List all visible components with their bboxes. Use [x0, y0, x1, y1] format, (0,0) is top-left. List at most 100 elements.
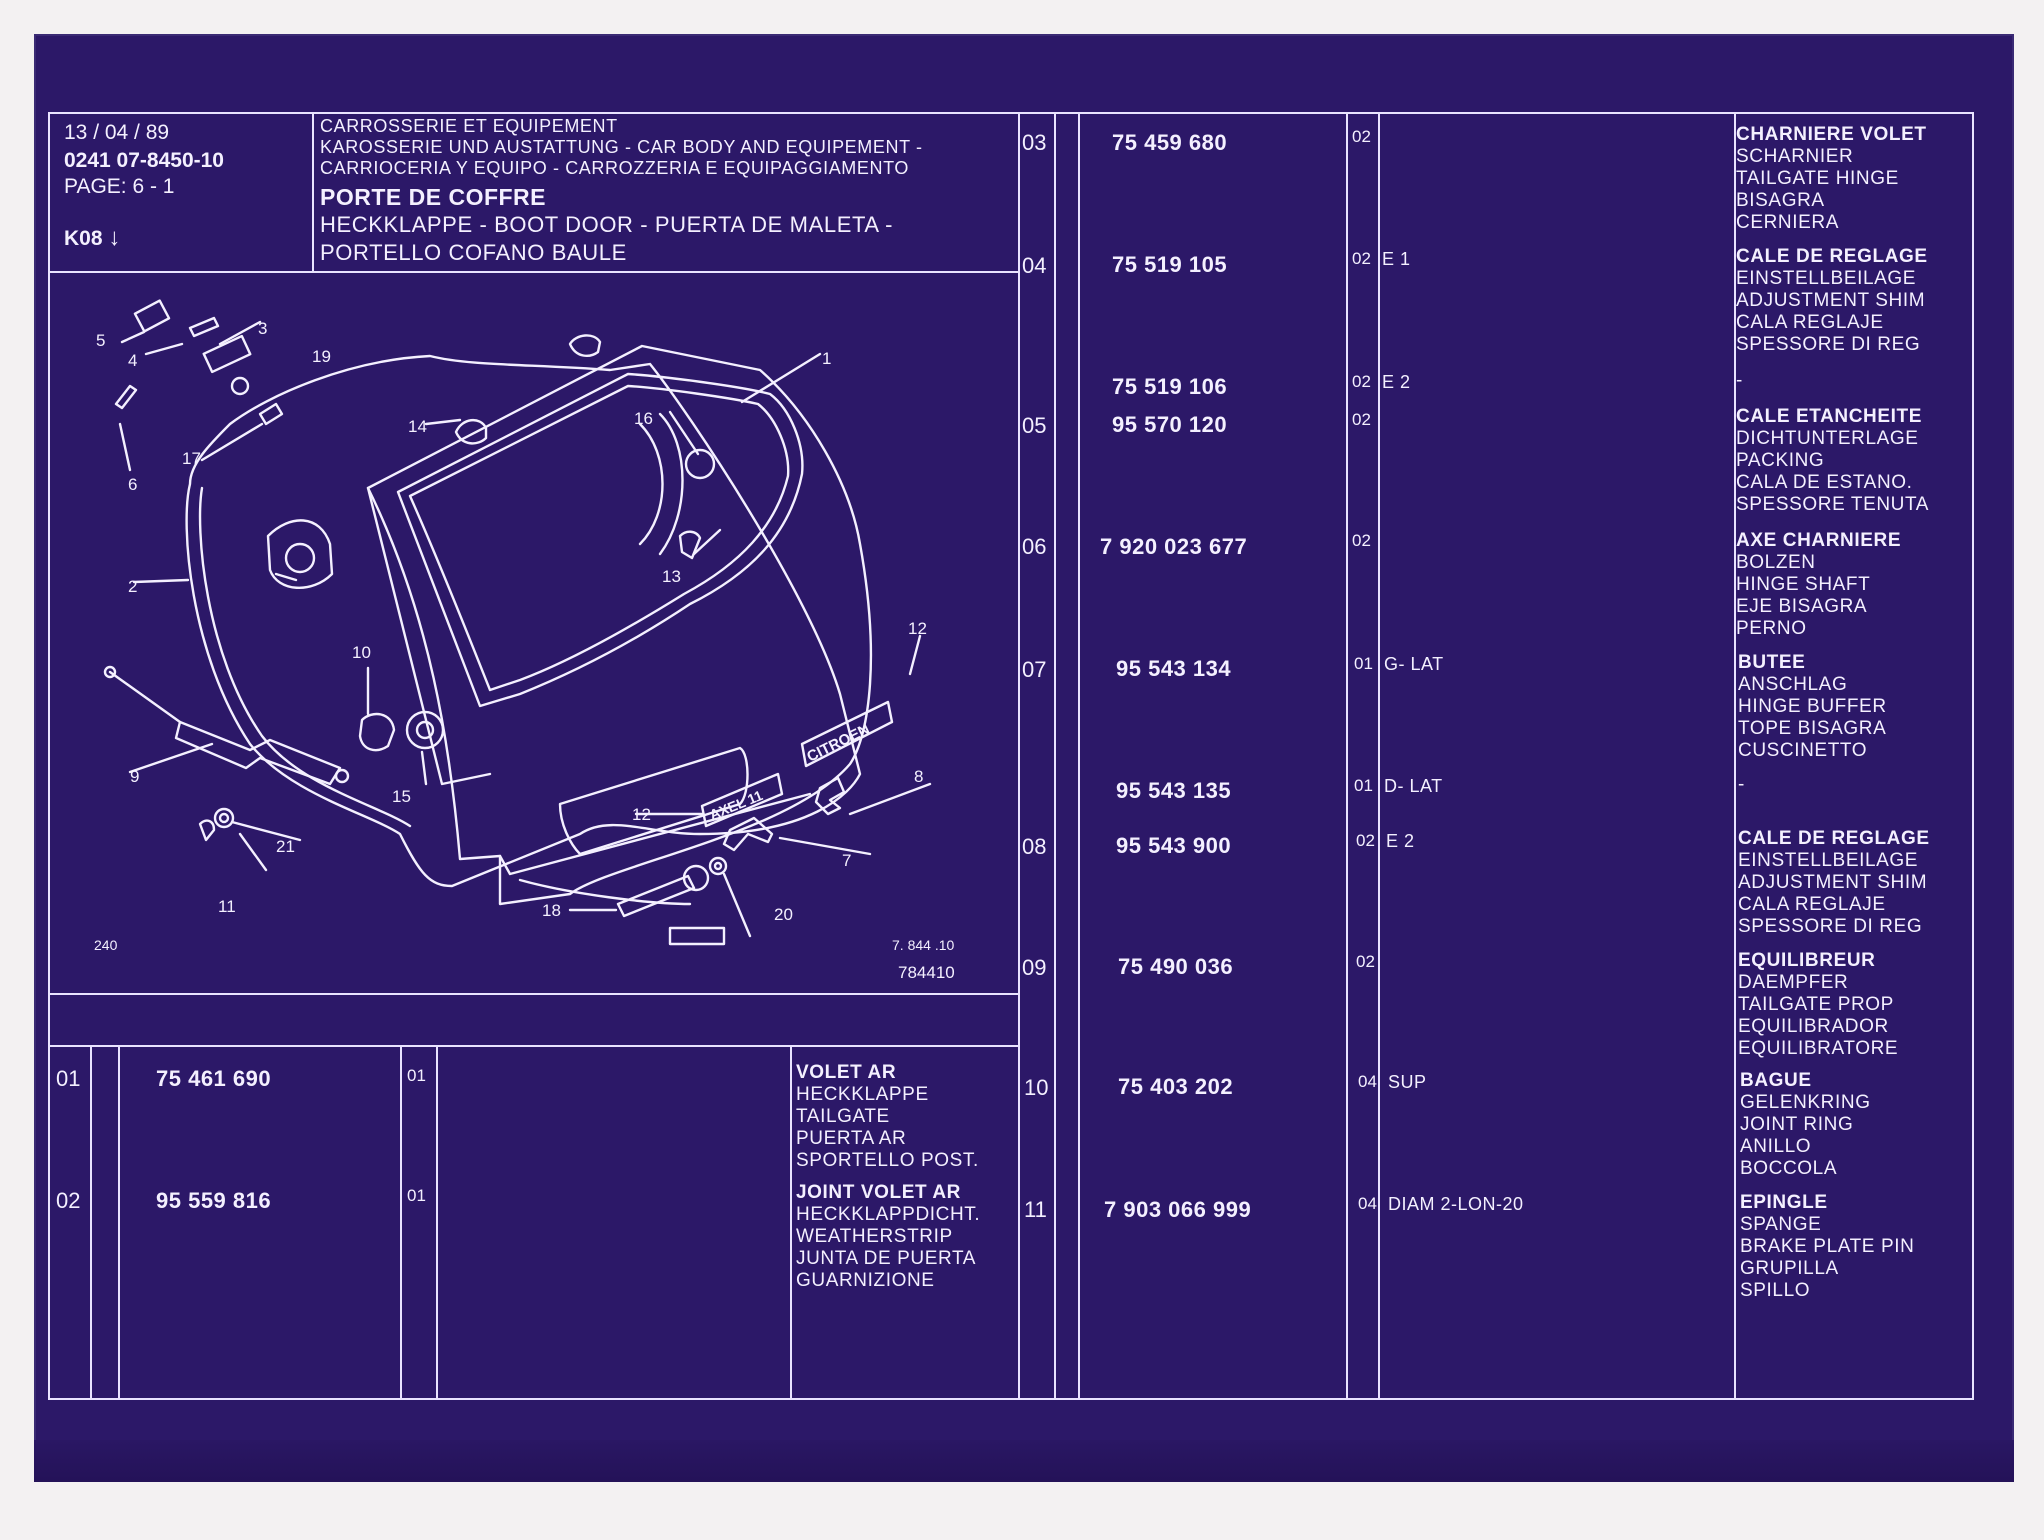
remark: DIAM 2-LON-20: [1388, 1194, 1524, 1214]
quantity: 02: [1352, 249, 1371, 268]
desc-de: EINSTELLBEILAGE: [1738, 850, 1919, 871]
quantity: 02: [1352, 410, 1371, 429]
callout-label: 13: [662, 567, 681, 586]
desc-fr: AXE CHARNIERE: [1736, 530, 1902, 551]
row-number: 05: [1022, 413, 1047, 438]
hinge-plate: [202, 334, 252, 374]
desc-en: TAILGATE HINGE: [1736, 168, 1899, 189]
drawing-ref: 7. 844 .10: [892, 937, 954, 953]
part-number: 75 461 690: [156, 1066, 272, 1091]
row-number: 03: [1022, 130, 1047, 155]
desc-es: JUNTA DE PUERTA: [796, 1248, 977, 1269]
quantity: 01: [407, 1186, 426, 1205]
plug-16: [684, 448, 716, 480]
desc-de: ANSCHLAG: [1738, 674, 1848, 695]
desc-fr: VOLET AR: [796, 1062, 897, 1083]
header-page: PAGE: 6 - 1: [64, 175, 175, 198]
quantity: 02: [1352, 531, 1371, 550]
desc-en: ADJUSTMENT SHIM: [1736, 290, 1926, 311]
header-code: K08 ↓: [64, 226, 120, 250]
callout-label: 20: [774, 905, 793, 924]
desc-de: SPANGE: [1740, 1214, 1822, 1235]
description: JOINT VOLET AR HECKKLAPPDICHT. WEATHERST…: [796, 1182, 980, 1292]
desc-es: EQUILIBRADOR: [1738, 1016, 1889, 1037]
desc-en: TAILGATE: [796, 1106, 890, 1127]
hinge-plate: [133, 299, 171, 333]
desc-de: HECKKLAPPE: [796, 1084, 929, 1105]
microfiche-sheet: [34, 34, 2014, 1482]
remark: G- LAT: [1384, 654, 1444, 674]
quantity: 04: [1358, 1194, 1377, 1213]
tailgate-window: [396, 372, 804, 708]
desc-it: BOCCOLA: [1740, 1158, 1838, 1179]
quantity: 02: [1356, 952, 1375, 971]
striker: [722, 816, 774, 852]
desc-en: ADJUSTMENT SHIM: [1738, 872, 1928, 893]
desc-en: HINGE BUFFER: [1738, 696, 1887, 717]
desc-es: CALA DE ESTANO.: [1736, 472, 1913, 493]
callout-label: 7: [842, 851, 851, 870]
desc-es: GRUPILLA: [1740, 1258, 1839, 1279]
description: AXE CHARNIERE BOLZEN HINGE SHAFT EJE BIS…: [1736, 530, 1901, 640]
quantity: 01: [1354, 654, 1373, 673]
part-number: 7 903 066 999: [1104, 1197, 1252, 1222]
callout-label: 1: [822, 349, 831, 368]
callout-label: 11: [218, 897, 236, 916]
desc-fr: EPINGLE: [1740, 1192, 1828, 1213]
desc-it: EQUILIBRATORE: [1738, 1038, 1899, 1059]
callout-label: 19: [312, 347, 331, 366]
desc-fr: -: [1736, 370, 1743, 391]
page-title: PORTE DE COFFRE: [320, 184, 547, 210]
quantity: 02: [1352, 127, 1371, 146]
desc-it: SPESSORE DI REG: [1738, 916, 1923, 937]
description: CALE DE REGLAGE EINSTELLBEILAGE ADJUSTME…: [1736, 246, 1928, 356]
desc-de: EINSTELLBEILAGE: [1736, 268, 1917, 289]
desc-de: BOLZEN: [1736, 552, 1816, 573]
desc-es: TOPE BISAGRA: [1738, 718, 1887, 739]
description: BAGUE GELENKRING JOINT RING ANILLO BOCCO…: [1740, 1070, 1871, 1180]
description: -: [1736, 370, 1743, 392]
header-code-label: K08: [64, 227, 103, 250]
row-number: 04: [1022, 253, 1047, 278]
callout-label: 14: [408, 417, 427, 436]
callout-label: 15: [392, 787, 411, 806]
desc-es: PUERTA AR: [796, 1128, 907, 1149]
remark: D- LAT: [1384, 776, 1443, 796]
group-line: KAROSSERIE UND AUSTATTUNG - CAR BODY AND…: [320, 137, 923, 157]
row-number: 06: [1022, 534, 1047, 559]
callout-label: 12: [908, 619, 927, 638]
desc-fr: CALE DE REGLAGE: [1736, 246, 1928, 267]
drawing-number: 784410: [898, 963, 955, 982]
desc-fr: CHARNIERE VOLET: [1736, 124, 1927, 145]
row-number: 01: [56, 1066, 81, 1091]
desc-de: SCHARNIER: [1736, 146, 1854, 167]
part-number: 75 403 202: [1118, 1074, 1234, 1099]
callout-label: 5: [96, 331, 105, 350]
badge-axel-outline: [700, 772, 784, 828]
description: VOLET AR HECKKLAPPE TAILGATE PUERTA AR S…: [796, 1062, 979, 1172]
desc-it: CUSCINETTO: [1738, 740, 1868, 761]
desc-de: DICHTUNTERLAGE: [1736, 428, 1919, 449]
quantity: 01: [1354, 776, 1373, 795]
part-number: 7 920 023 677: [1100, 534, 1248, 559]
quantity: 04: [1358, 1072, 1377, 1091]
description: BUTEE ANSCHLAG HINGE BUFFER TOPE BISAGRA…: [1738, 652, 1887, 762]
row-number: 11: [1024, 1197, 1047, 1222]
part-number: 95 543 135: [1116, 778, 1232, 803]
callout-label: 8: [914, 767, 923, 786]
quantity: 02: [1352, 372, 1371, 391]
desc-es: BISAGRA: [1736, 190, 1825, 211]
remark: E 2: [1382, 372, 1411, 392]
corner-code: 240: [94, 937, 118, 953]
lock-icon: [266, 519, 334, 589]
quantity: 02: [1356, 831, 1375, 850]
description: CALE ETANCHEITE DICHTUNTERLAGE PACKING C…: [1736, 406, 1929, 516]
part-number: 95 559 816: [156, 1188, 272, 1213]
part-number: 95 543 134: [1116, 656, 1232, 681]
desc-it: PERNO: [1736, 618, 1807, 639]
description: EPINGLE SPANGE BRAKE PLATE PIN GRUPILLA …: [1740, 1192, 1914, 1302]
desc-en: JOINT RING: [1740, 1114, 1854, 1135]
desc-it: SPILLO: [1740, 1280, 1811, 1301]
row-number: 10: [1024, 1075, 1049, 1100]
desc-fr: BAGUE: [1740, 1070, 1812, 1091]
